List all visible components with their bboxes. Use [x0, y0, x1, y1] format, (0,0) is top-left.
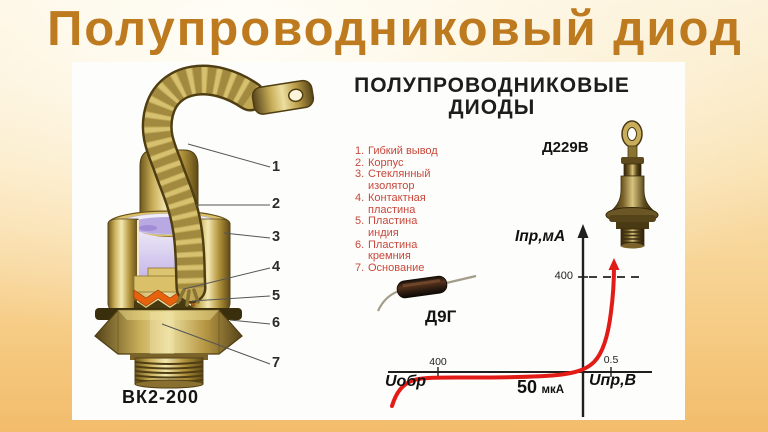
callout-number-2: 2	[272, 196, 281, 212]
callout-line-6	[229, 319, 271, 325]
callout-number-7: 7	[272, 355, 281, 371]
chart-x-neg-axis-label: Uобр	[385, 373, 427, 390]
callout-number-1: 1	[272, 159, 281, 175]
lug-hole	[288, 88, 304, 103]
iv-curve-arrow	[608, 258, 620, 270]
iv-curve-chart	[388, 224, 652, 417]
reverse-current-unit: мкА	[541, 384, 565, 396]
callout-line-1	[187, 143, 271, 168]
chart-reverse-current-label: 50 мкА	[517, 377, 564, 398]
callout-number-5: 5	[272, 288, 281, 304]
list-item: 1. Гибкий вывод	[355, 145, 438, 157]
threaded-stud	[130, 354, 208, 389]
slide-title: Полупроводниковый диод	[47, 2, 743, 56]
list-item: 2. Корпус	[355, 156, 404, 169]
list-item: 7. Основание	[355, 262, 425, 275]
stud-diode-d229v	[605, 120, 659, 249]
diagram-canvas	[94, 64, 659, 417]
label-d9g: Д9Г	[425, 307, 457, 326]
chart-x-pos-tick-label: 0.5	[603, 354, 619, 366]
chart-x-pos-axis-label: Uпр,В	[589, 372, 637, 389]
chart-x-neg-tick-label: 400	[429, 356, 447, 368]
callout-number-3: 3	[272, 229, 281, 245]
chart-y-axis-label: Iпр,мА	[515, 228, 566, 245]
content-panel: ПОЛУПРОВОДНИКОВЫЕ ДИОДЫ 1. Гибкий вывод …	[72, 62, 685, 420]
callout-line-5	[191, 295, 271, 302]
reverse-current-value: 50	[517, 377, 538, 397]
callout-line-3	[223, 232, 271, 239]
callout-number-6: 6	[272, 315, 281, 331]
label-d229v: Д229В	[542, 139, 589, 156]
small-diode-d9g	[376, 274, 477, 312]
callout-line-4	[183, 267, 271, 290]
chart-y-tick-label: 400	[554, 270, 573, 282]
y-axis-arrow	[577, 224, 589, 238]
callout-line-7	[161, 323, 271, 365]
panel-heading-line2: ДИОДЫ	[448, 96, 536, 119]
iv-curve	[390, 264, 616, 408]
braided-lead	[141, 64, 266, 307]
hex-base	[94, 308, 243, 355]
case-wall-left	[107, 218, 139, 315]
diode-cutaway-illustration	[94, 64, 315, 389]
terminal-lug	[251, 79, 315, 115]
callout-lines	[161, 143, 271, 365]
panel-heading: ПОЛУПРОВОДНИКОВЫЕ ДИОДЫ	[332, 75, 652, 119]
callout-number-4: 4	[272, 259, 281, 275]
panel-heading-line1: ПОЛУПРОВОДНИКОВЫЕ	[354, 74, 630, 97]
label-bk2-200: ВК2-200	[122, 387, 200, 407]
